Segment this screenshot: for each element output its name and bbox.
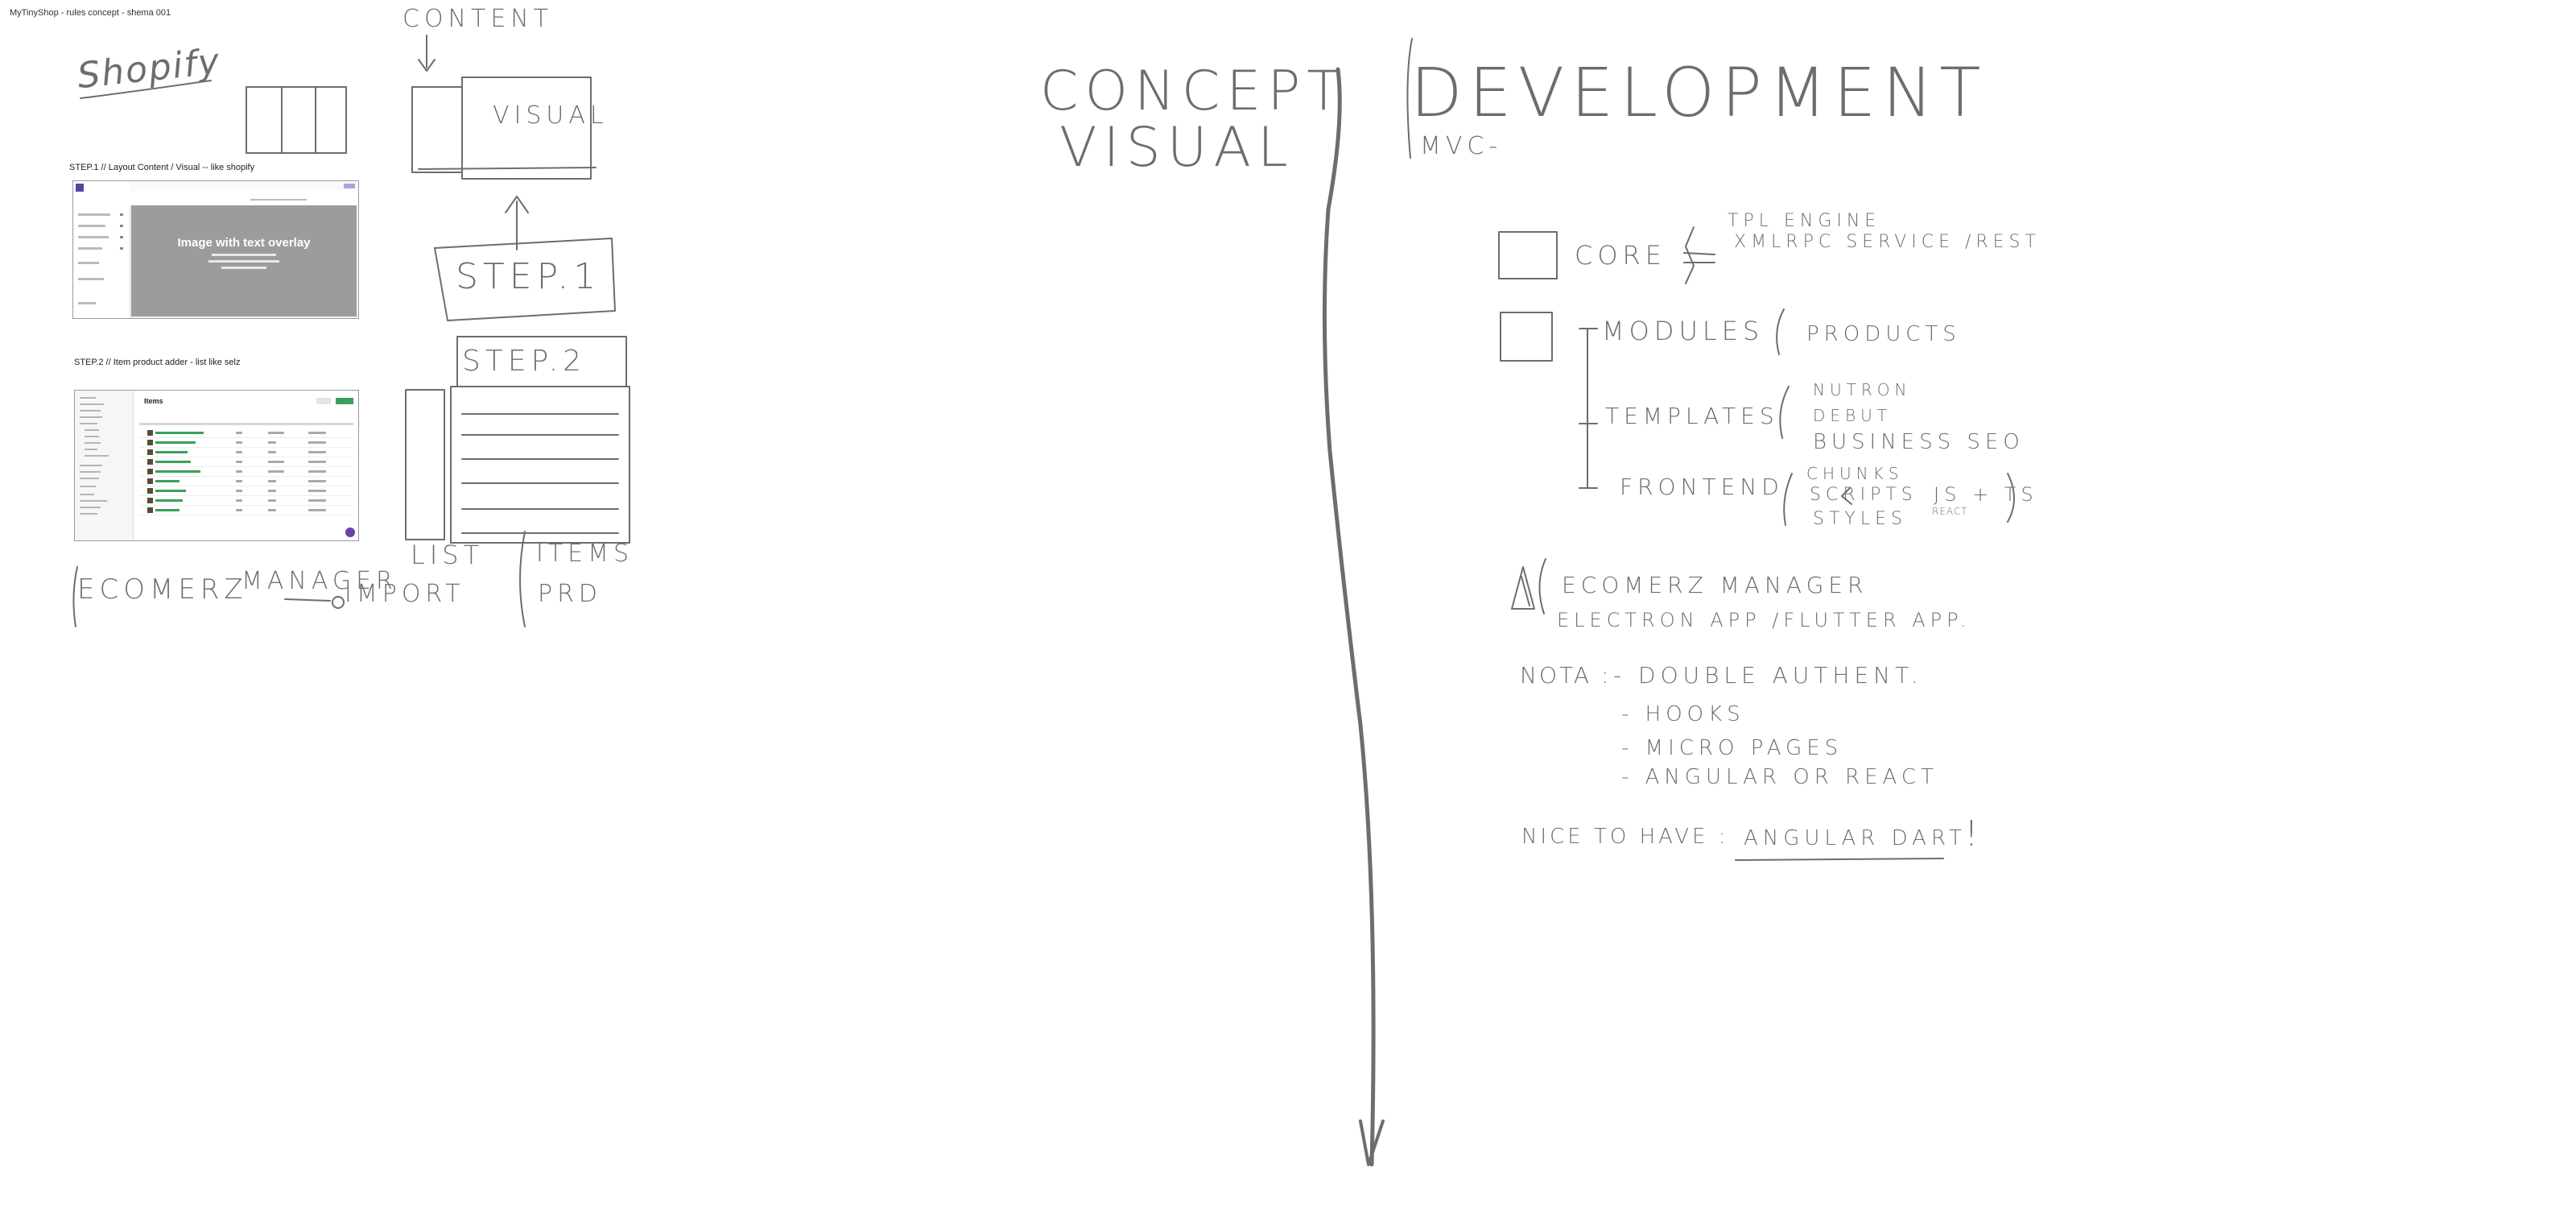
admin-sidebar [75, 391, 134, 540]
templates-item-2: BUSINESS SEO [1813, 430, 2025, 454]
chat-icon[interactable] [345, 527, 355, 537]
store-logo [76, 184, 84, 192]
ecomerz-manager-label: ECOMERZ MANAGER [1562, 572, 1868, 598]
page-title: MyTinyShop - rules concept - shema 001 [10, 8, 171, 18]
concept-heading: CONCEPT [1040, 60, 1347, 123]
table-row[interactable] [139, 497, 353, 506]
frontend-label: FRONTEND [1620, 474, 1784, 500]
filter-button[interactable] [316, 398, 331, 404]
table-row[interactable] [139, 439, 353, 448]
modules-item: PRODUCTS [1806, 322, 1961, 346]
step2-box-label: STEP.2 [462, 345, 587, 378]
nice-to-have-label: NICE TO HAVE : [1521, 825, 1729, 849]
nota-item-1: - HOOKS [1621, 702, 1745, 726]
frontend-item-1: SCRIPTS [1810, 485, 1918, 505]
hero-title: Image with text overlay [177, 236, 311, 250]
nota-item-3: - ANGULAR OR REACT [1621, 765, 1938, 789]
manager-label: MANAGER [242, 567, 398, 595]
visual-label: VISUAL [493, 101, 609, 130]
frontend-react-note: REACT [1932, 506, 1968, 517]
hero-image: Image with text overlay [131, 205, 357, 316]
add-item-button[interactable] [336, 398, 353, 404]
prd-label: PRD [538, 580, 603, 608]
shopify-label: Shopify [75, 40, 223, 97]
list-label: LIST [411, 540, 485, 570]
mvc-label: MVC- [1420, 132, 1503, 160]
nota-item-0: - DOUBLE AUTHENT. [1613, 662, 1923, 689]
core-item-0: TPL ENGINE [1728, 211, 1881, 231]
content-label: CONTENT [402, 5, 554, 33]
step1-screenshot: Image with text overlay [72, 180, 359, 319]
nota-item-2: - MICRO PAGES [1621, 736, 1843, 760]
templates-item-0: NUTRON [1813, 380, 1912, 399]
nice-to-have-mark: ! [1964, 813, 1984, 854]
table-row[interactable] [139, 468, 353, 477]
step2-caption: STEP.2 // Item product adder - list like… [74, 358, 241, 367]
items-title: Items [144, 397, 163, 405]
table-row[interactable] [139, 449, 353, 457]
core-label: CORE [1575, 240, 1666, 271]
development-heading: DEVELOPMENT [1410, 53, 1988, 132]
import-label: IMPORT [345, 580, 465, 608]
modules-label: MODULES [1602, 316, 1765, 346]
frontend-item-2: STYLES [1813, 509, 1907, 529]
step1-caption: STEP.1 // Layout Content / Visual -- lik… [69, 163, 255, 172]
editor-sidebar [73, 181, 130, 318]
visual-heading: VISUAL [1059, 116, 1294, 180]
ecomerz-label: ECOMERZ [77, 573, 248, 606]
table-row[interactable] [139, 487, 353, 496]
ecomerz-apps-label: ELECTRON APP /FLUTTER APP. [1557, 609, 1971, 631]
core-item-1: XMLRPC SERVICE /REST [1734, 232, 2041, 252]
step1-box-label: STEP.1 [456, 256, 601, 297]
table-row[interactable] [139, 429, 353, 438]
templates-label: TEMPLATES [1605, 403, 1779, 429]
frontend-scripts-note: JS + TS [1934, 483, 2038, 506]
table-row[interactable] [139, 478, 353, 486]
frontend-item-0: CHUNKS [1806, 464, 1904, 483]
items-label: ITEMS [536, 540, 634, 568]
templates-item-1: DEBUT [1813, 406, 1892, 425]
save-button[interactable] [344, 184, 355, 188]
table-row[interactable] [139, 507, 353, 515]
nota-label: NOTA : [1520, 662, 1612, 689]
table-row[interactable] [139, 458, 353, 467]
step2-screenshot: Items [74, 390, 359, 541]
nice-to-have-value: ANGULAR DART [1744, 826, 1967, 850]
